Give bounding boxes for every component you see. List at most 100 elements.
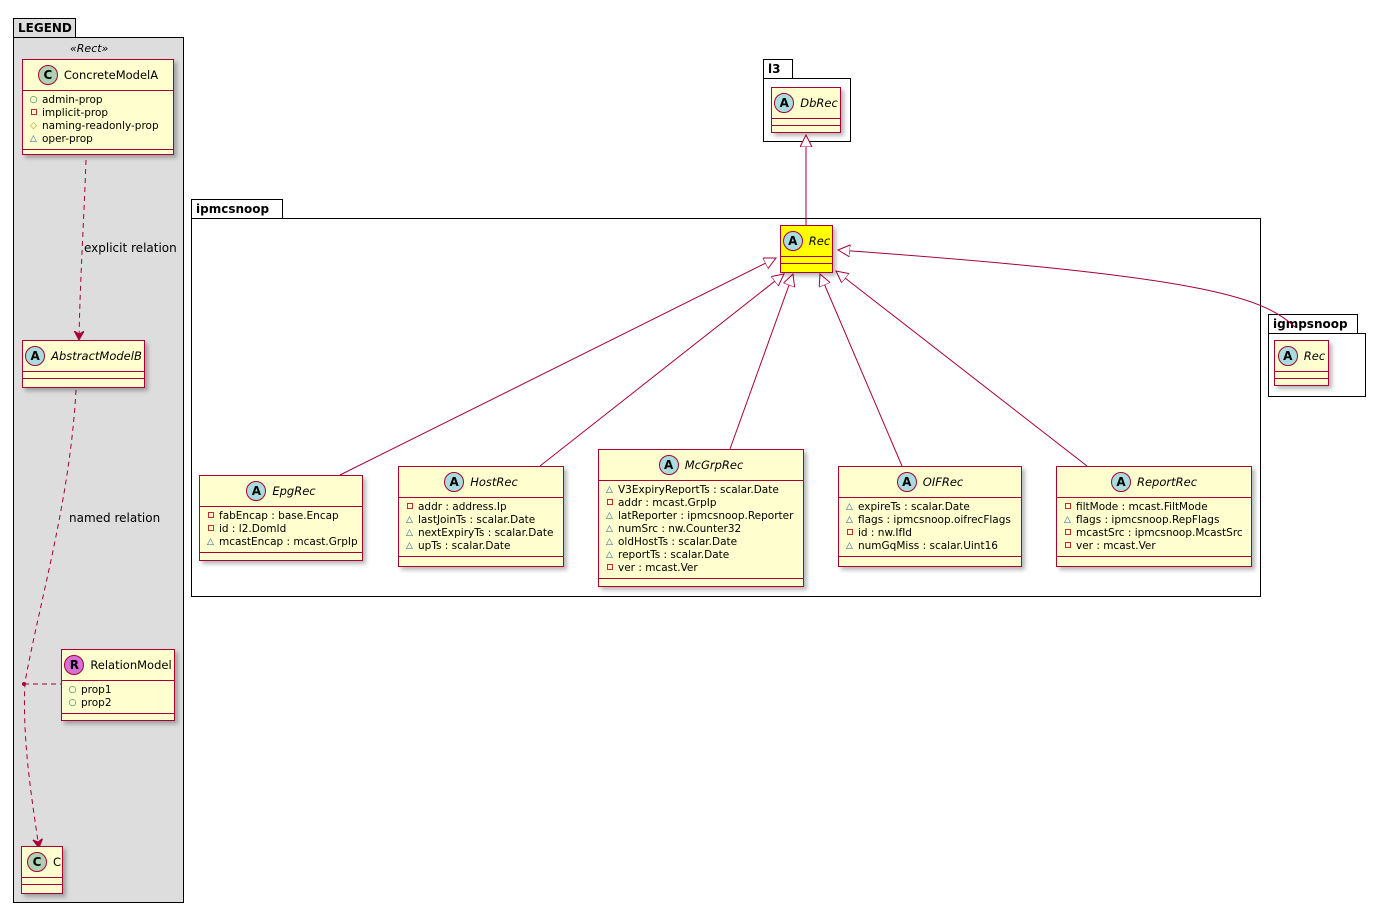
class-spot-icon: A [444, 472, 465, 492]
attribute-row: ◇naming-readonly-prop [30, 120, 159, 132]
class-spot-icon: C [37, 65, 58, 85]
attribute-row: id : l2.DomId [206, 523, 357, 536]
attribute-row: △oldHostTs : scalar.Date [606, 536, 738, 548]
attribute-row: addr : mcast.GrpIp [605, 497, 798, 510]
private-visibility-icon [30, 109, 37, 115]
attribute-row: △latReporter : ipmcsnoop.Reporter [606, 510, 794, 522]
class-name: ReportRec [1136, 475, 1198, 489]
legend-package-label: LEGEND [18, 21, 72, 35]
attribute-row: △oper-prop [30, 133, 93, 145]
class-name: RelationModel [90, 658, 172, 672]
class-spot-icon: A [774, 93, 795, 113]
igmpsnoop-package-label: igmpsnoop [1273, 317, 1348, 331]
private-visibility-icon [406, 503, 413, 509]
class-name: ConcreteModelA [63, 68, 159, 82]
class-mcgrprec[interactable]: A McGrpRec △V3ExpiryReportTs : scalar.Da… [598, 449, 804, 587]
class-dbrec[interactable]: A DbRec [771, 87, 841, 133]
class-igmpsnoop-rec[interactable]: A Rec [1274, 340, 1329, 386]
ipmcsnoop-package-tab: ipmcsnoop [191, 199, 283, 219]
class-name: DbRec [800, 96, 838, 110]
class-name: Rec [808, 234, 831, 248]
class-rec[interactable]: A Rec [780, 225, 833, 273]
explicit-relation-label: explicit relation [84, 241, 177, 255]
attribute-row: filtMode : mcast.FiltMode [1063, 501, 1246, 514]
legend-stereotype: «Rect» [70, 42, 109, 55]
package-visibility-icon: △ [606, 511, 613, 521]
class-hostrec[interactable]: A HostRec addr : address.Ip △lastJoinTs … [398, 466, 564, 567]
attribute-row: ○prop1 [68, 684, 112, 696]
l3-package-label: l3 [768, 62, 781, 76]
private-visibility-icon [207, 525, 214, 531]
legend-package [13, 37, 184, 903]
package-visibility-icon: △ [606, 537, 613, 547]
attribute-row: △flags : ipmcsnoop.oifrecFlags [846, 514, 1011, 526]
class-reportrec[interactable]: A ReportRec filtMode : mcast.FiltMode △f… [1056, 466, 1252, 567]
igmpsnoop-package [1268, 333, 1366, 397]
package-visibility-icon: △ [606, 485, 613, 495]
attribute-row: fabEncap : base.Encap [206, 510, 357, 523]
attribute-row: △expireTs : scalar.Date [846, 501, 970, 513]
class-spot-icon: A [782, 231, 803, 251]
attribute-row: △numSrc : nw.Counter32 [606, 523, 742, 535]
class-epgrec[interactable]: A EpgRec fabEncap : base.Encap id : l2.D… [199, 475, 363, 561]
attribute-row: mcastSrc : ipmcsnoop.McastSrc [1063, 527, 1246, 540]
attribute-row: ver : mcast.Ver [1063, 540, 1246, 553]
edge-mcgrprec-rec [729, 274, 793, 450]
private-visibility-icon [606, 564, 613, 570]
edge-oifrec-rec [820, 274, 903, 467]
attribute-row: implicit-prop [29, 107, 168, 120]
attribute-row: ○prop2 [68, 697, 112, 709]
class-name: OIFRec [922, 475, 964, 489]
class-name: AbstractModelB [51, 349, 142, 363]
edge-explicit-relation [79, 159, 87, 340]
class-name: EpgRec [272, 484, 316, 498]
ipmcsnoop-package [191, 218, 1261, 597]
attribute-row: △upTs : scalar.Date [406, 540, 511, 552]
package-visibility-icon: △ [846, 502, 853, 512]
attribute-row: △mcastEncap : mcast.GrpIp [207, 536, 358, 548]
package-visibility-icon: △ [406, 541, 413, 551]
ipmcsnoop-package-label: ipmcsnoop [196, 202, 270, 216]
attribute-row: △nextExpiryTs : scalar.Date [406, 527, 554, 539]
edge-epgrec-rec [339, 258, 776, 476]
edge-named-relation [23, 389, 77, 848]
package-visibility-icon: △ [846, 541, 853, 551]
class-spot-icon: A [246, 481, 267, 501]
public-visibility-icon: ○ [68, 685, 77, 695]
public-visibility-icon: ○ [29, 95, 38, 105]
attribute-row: △V3ExpiryReportTs : scalar.Date [606, 484, 779, 496]
association-point [22, 682, 26, 686]
class-spot-icon: A [25, 346, 46, 366]
class-concrete-model-a[interactable]: C ConcreteModelA ○admin-prop implicit-pr… [22, 59, 174, 155]
l3-package-tab: l3 [763, 59, 793, 79]
class-spot-icon: A [896, 472, 917, 492]
igmpsnoop-package-tab: igmpsnoop [1268, 314, 1358, 334]
attribute-row: △flags : ipmcsnoop.RepFlags [1064, 514, 1220, 526]
private-visibility-icon [846, 529, 853, 535]
attribute-row: ver : mcast.Ver [605, 562, 798, 575]
class-spot-icon: A [1277, 346, 1298, 366]
named-relation-label: named relation [69, 511, 161, 525]
attribute-row: △lastJoinTs : scalar.Date [406, 514, 536, 526]
legend-package-tab: LEGEND [13, 18, 76, 38]
edge-hostrec-rec [539, 274, 784, 467]
package-visibility-icon: △ [846, 515, 853, 525]
protected-visibility-icon: ◇ [30, 121, 37, 131]
class-oifrec[interactable]: A OIFRec △expireTs : scalar.Date △flags … [838, 466, 1022, 567]
attribute-row: id : nw.IfId [845, 527, 1016, 540]
class-abstract-model-b[interactable]: A AbstractModelB [22, 340, 145, 388]
edge-reportrec-rec [836, 271, 1088, 467]
class-name: C [53, 855, 62, 869]
class-spot-icon: C [27, 852, 47, 872]
private-visibility-icon [207, 512, 214, 518]
class-name: HostRec [470, 475, 518, 489]
edge-igmprec-rec [838, 250, 1296, 328]
package-visibility-icon: △ [406, 528, 413, 538]
private-visibility-icon [1064, 542, 1071, 548]
private-visibility-icon [1064, 503, 1071, 509]
class-spot-icon: R [64, 655, 85, 675]
class-c[interactable]: C C [21, 846, 63, 894]
class-relation-model[interactable]: R RelationModel ○prop1 ○prop2 [61, 649, 175, 721]
class-name: Rec [1303, 349, 1326, 363]
